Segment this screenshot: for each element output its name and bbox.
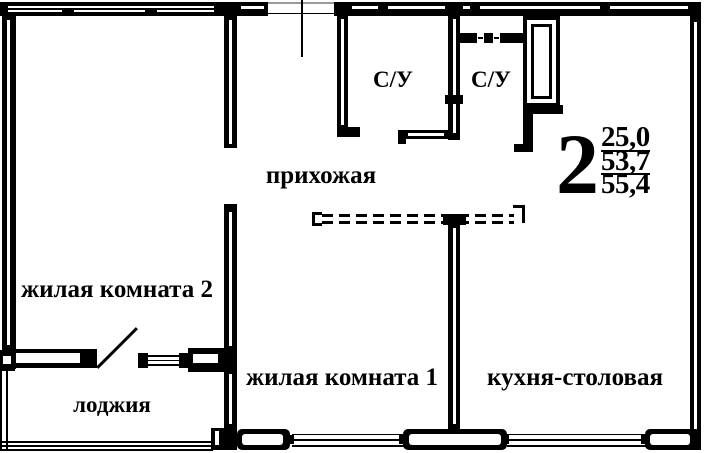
wall-below-shaft [523, 112, 533, 152]
wall-bath2-top-dashed [460, 33, 523, 43]
wall-right-channel [694, 22, 697, 440]
wall-top-right [334, 2, 701, 16]
wall-tick [62, 9, 74, 12]
wall-hallway-left-upper-channel [229, 20, 232, 144]
room-label-hallway: прихожая [265, 162, 377, 189]
stamp-area-value-3: 55,4 [601, 168, 650, 200]
window-pier-1-slot [242, 434, 283, 445]
stamp-room-count: 2 [556, 116, 599, 212]
window-pier-2-nub-right [503, 435, 509, 444]
partition-dashed-right-cap [513, 205, 525, 223]
balcony-window-cap-left [138, 353, 148, 368]
loggia-bottom-line [0, 441, 213, 443]
wall-tick [378, 5, 388, 9]
partition-dashed-left-cap [312, 212, 322, 226]
wall-bath2-dashlet [478, 37, 483, 39]
wall-joint [445, 2, 463, 16]
wall-hallway-left-lower-channel [229, 212, 232, 346]
room-label-bathroom2: С/У [471, 67, 511, 92]
window-band-1-line3 [292, 445, 404, 447]
stamp-area-line: 55,4 [601, 168, 650, 200]
window-band-1-line [292, 433, 404, 435]
wall-top-mid-channel [241, 5, 264, 9]
stamp-area-line: 53,7 [601, 144, 650, 177]
window-band-1-line2 [292, 439, 404, 441]
room-label-living-room-1: жилая комната 1 [245, 364, 439, 391]
wall-bath2-dashlet [494, 37, 499, 39]
window-band-2-line [507, 433, 647, 435]
partition-dashed-top-row [322, 213, 514, 217]
balcony-window-line [148, 355, 179, 357]
loggia-right-pier-slot [215, 431, 219, 445]
wall-bath-divider-channel [452, 19, 456, 133]
room-label-kitchen-dining: кухня-столовая [487, 364, 663, 391]
wall-left-channel [6, 20, 10, 345]
loggia-bottom-line3 [0, 449, 213, 451]
wall-bath1-left-channel [341, 19, 344, 125]
room-label-bathroom1: С/У [373, 67, 413, 92]
wall-bath1-bottom-stub [398, 130, 406, 144]
stamp-area-value-2: 53,7 [601, 144, 650, 177]
wall-below-shaft-foot [514, 144, 524, 152]
wall-room1-kitchen-channel [452, 228, 456, 424]
window-band-2-line3 [507, 445, 647, 447]
wall-hallway-left-lower-channel2 [229, 374, 232, 424]
window-pier-2-slot [409, 434, 501, 445]
loggia-left-line [0, 369, 2, 451]
wall-joint [222, 2, 237, 16]
vent-shaft-bottom [523, 105, 563, 114]
wall-bath1-left-foot [337, 127, 360, 137]
wall-joint [334, 2, 350, 16]
window-band-2-line2 [507, 439, 647, 441]
wall-top-mid [237, 2, 268, 16]
window-pier-3-slot [650, 434, 690, 445]
wall-tick [470, 5, 480, 9]
balcony-sill-slot [16, 353, 80, 363]
entrance-axis-line [301, 0, 303, 57]
vent-shaft-inner [531, 24, 552, 99]
wall-top-right-channel [352, 5, 688, 9]
wall-tick [145, 9, 157, 12]
wall-top-left-channel [8, 5, 214, 8]
loggia-left-line2 [6, 369, 8, 451]
balcony-window-line [148, 359, 179, 361]
room-label-loggia: лоджия [73, 392, 151, 417]
window-pier-2-nub-left [399, 435, 405, 444]
wall-bath1-bottom-channel [408, 133, 444, 136]
balcony-door-leaf [96, 327, 138, 369]
wall-tick [600, 5, 610, 9]
stamp-area-value-1: 25,0 [601, 121, 650, 153]
stamp-areas: 25,0 53,7 55,4 [601, 121, 650, 200]
balcony-wall-left-end-slot [3, 356, 11, 364]
balcony-right-pier-slot [193, 354, 218, 363]
wall-top-left-channel2 [8, 9, 214, 12]
wall-bath-divider-doorframe [445, 95, 463, 104]
balcony-window-line [148, 364, 179, 366]
room-label-living-room-2: жилая комната 2 [20, 276, 214, 303]
stamp-area-line: 25,0 [601, 121, 650, 153]
balcony-window-cap-right [179, 353, 189, 368]
window-pier-1-nub [286, 435, 294, 444]
partition-dashed-bottom-row [322, 220, 514, 224]
window-pier-3-nub [641, 435, 647, 444]
loggia-bottom-line2 [0, 445, 213, 447]
